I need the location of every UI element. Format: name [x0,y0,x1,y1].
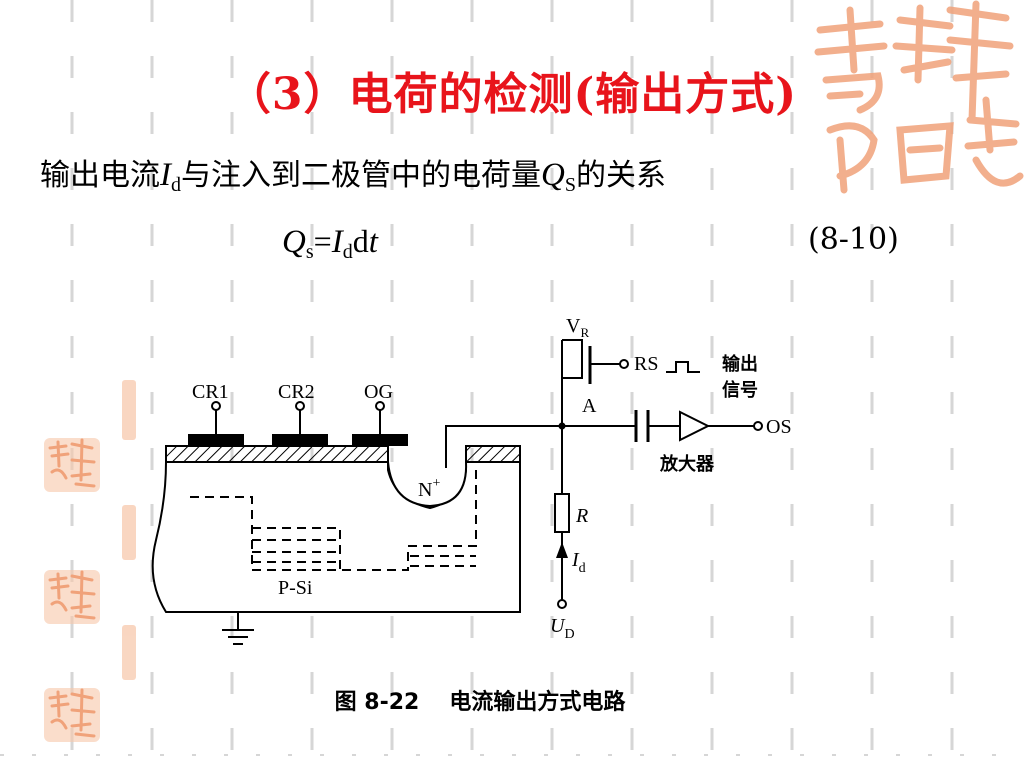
sentence-part-1: 输出电流 [40,158,160,193]
figure-caption: 图 8-22 电流输出方式电路 [0,684,960,716]
formula-i: I [331,224,343,260]
seal-logo-large [814,0,1024,194]
label-vr: VR [566,315,589,340]
label-p-si: P-Si [278,577,313,599]
figure-title: 电流输出方式电路 [449,690,626,715]
psi-substrate [151,461,521,613]
resistor-r [554,493,570,533]
figure-number: 图 8-22 [334,690,420,715]
formula: Qs=Iddt [282,222,378,264]
node-a-junction [558,422,566,430]
label-node-a: A [582,395,597,417]
oxide-layer-right [465,445,521,463]
potential-well-lines [190,470,477,571]
current-output-circuit-diagram: CR1 CR2 OG P-Si A RS OS N+ VR R Id UD 输出… [151,315,792,645]
seal-logo-strip [122,380,136,680]
ground-symbol [222,612,254,645]
wire-n-plus-to-node [445,425,562,468]
formula-equals: = [313,223,332,259]
current-subscript: d [171,174,181,196]
label-output-signal-1: 输出 [722,353,758,375]
seal-logo-small-1 [44,438,100,492]
n-plus-region [387,461,468,508]
formula-differential-d: d [352,223,369,259]
label-id-sub: d [579,561,586,576]
gate-electrode-og [352,434,408,446]
label-ud-main: U [550,615,566,637]
sentence-part-2: 与注入到二极管中的电荷量 [181,158,541,193]
slide-title: （3）电荷的检测(输出方式) [226,69,798,120]
equation-number: (8-10) [808,222,899,257]
label-r: R [575,505,588,527]
label-cr1: CR1 [192,381,229,403]
oxide-layer-left [165,445,389,463]
label-id-main: I [571,549,580,571]
formula-t: t [368,224,378,260]
label-rs: RS [634,353,658,375]
charge-subscript: S [564,174,576,196]
label-n-plus-sup: + [432,476,440,491]
formula-q: Q [282,224,306,260]
seal-logo-small-3 [44,688,100,742]
coupling-capacitor [634,410,650,442]
label-vr-sub: R [580,325,589,340]
label-os: OS [766,416,792,438]
label-n-plus: N+ [418,476,440,501]
gate-electrode-cr1 [188,434,244,446]
label-amplifier: 放大器 [659,453,715,475]
formula-i-subscript: d [342,241,353,263]
formula-q-subscript: s [305,241,314,263]
label-og: OG [364,381,393,403]
label-id: Id [571,549,586,576]
sentence-part-3: 的关系 [575,158,666,193]
current-symbol: I [160,157,171,193]
reset-transistor [562,339,700,384]
label-cr2: CR2 [278,381,315,403]
charge-symbol: Q [541,157,565,193]
seal-logo-small-2 [44,570,100,624]
ud-terminal [557,599,567,609]
current-arrow [556,542,568,558]
relation-sentence: 输出电流Id与注入到二极管中的电荷量QS的关系 [40,150,666,197]
label-vr-main: V [566,315,581,337]
amplifier-triangle [679,410,711,442]
label-ud-sub: D [564,627,574,642]
label-output-signal-2: 信号 [722,379,758,401]
label-n-plus-main: N [418,479,432,501]
os-terminal [753,421,763,431]
label-ud: UD [550,615,575,642]
gate-electrode-cr2 [272,434,328,446]
